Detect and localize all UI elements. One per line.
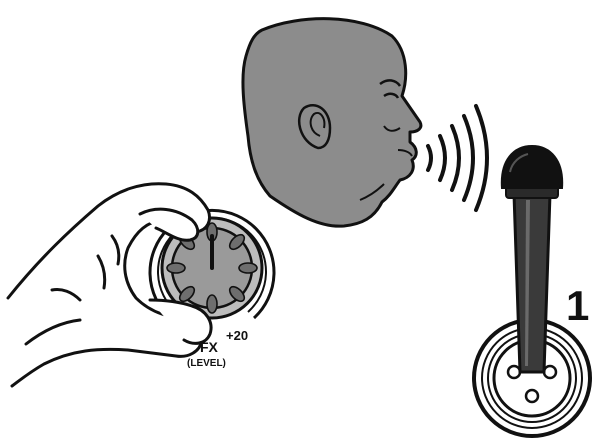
head-profile-icon <box>243 19 421 227</box>
sound-waves-icon <box>428 106 487 210</box>
channel-number: 1 <box>566 282 589 329</box>
knob-max-label: +20 <box>226 328 248 343</box>
knob-sub-label: (LEVEL) <box>187 358 226 369</box>
